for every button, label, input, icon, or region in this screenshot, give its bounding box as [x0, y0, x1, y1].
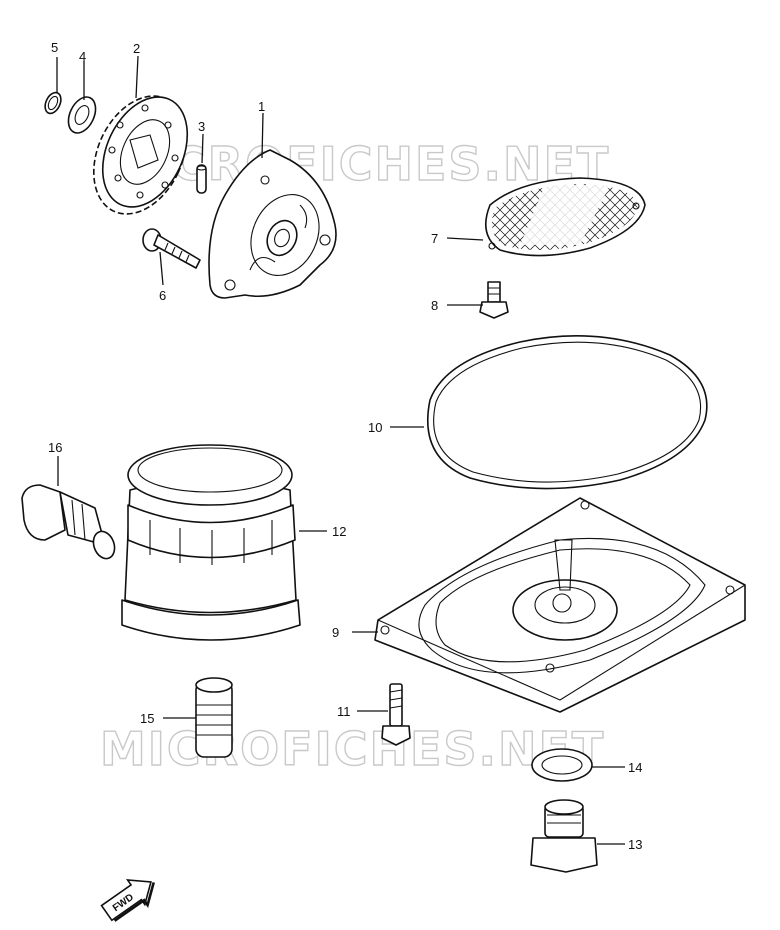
fwd-arrow-icon: FWD [100, 879, 155, 922]
part-2-gear[interactable] [76, 81, 205, 229]
callout-8: 8 [431, 298, 438, 313]
callout-11: 11 [337, 704, 351, 719]
watermark-bottom: MICROFICHES.NET [100, 722, 605, 776]
callout-3: 3 [198, 119, 205, 134]
callout-4: 4 [79, 49, 86, 64]
part-12-oil-filter[interactable] [121, 444, 301, 641]
part-8-bolt[interactable] [479, 281, 509, 319]
callout-9: 9 [332, 625, 339, 640]
callout-6: 6 [159, 288, 166, 303]
part-6-bolt[interactable] [142, 228, 201, 269]
part-11-bolt[interactable] [381, 683, 411, 746]
callout-7: 7 [431, 231, 438, 246]
callout-5: 5 [51, 40, 58, 55]
callout-12: 12 [332, 524, 346, 539]
part-4-washer[interactable] [63, 93, 101, 138]
part-13-drain-plug[interactable] [530, 799, 598, 873]
part-1-oil-pump-body[interactable] [208, 149, 337, 299]
part-3-dowel-pin[interactable] [196, 164, 207, 194]
callout-14: 14 [628, 760, 642, 775]
callout-13: 13 [628, 837, 642, 852]
part-14-gasket[interactable] [531, 748, 593, 782]
part-9-oil-pan[interactable] [374, 497, 746, 713]
callout-labels: 5 4 2 3 1 6 7 8 10 9 11 12 16 15 14 13 [48, 40, 642, 852]
part-10-gasket[interactable] [426, 335, 708, 490]
callout-15: 15 [140, 711, 154, 726]
callout-1: 1 [258, 99, 265, 114]
part-7-oil-strainer[interactable] [480, 175, 650, 265]
callout-10: 10 [368, 420, 382, 435]
callout-16: 16 [48, 440, 62, 455]
part-5-circlip[interactable] [42, 90, 64, 116]
callout-2: 2 [133, 41, 140, 56]
part-15-pipe[interactable] [195, 677, 233, 758]
leader-lines [56, 55, 625, 845]
part-16-oil-pressure-switch[interactable] [21, 484, 118, 562]
watermark-top: MICROFICHES.NET [105, 137, 610, 191]
